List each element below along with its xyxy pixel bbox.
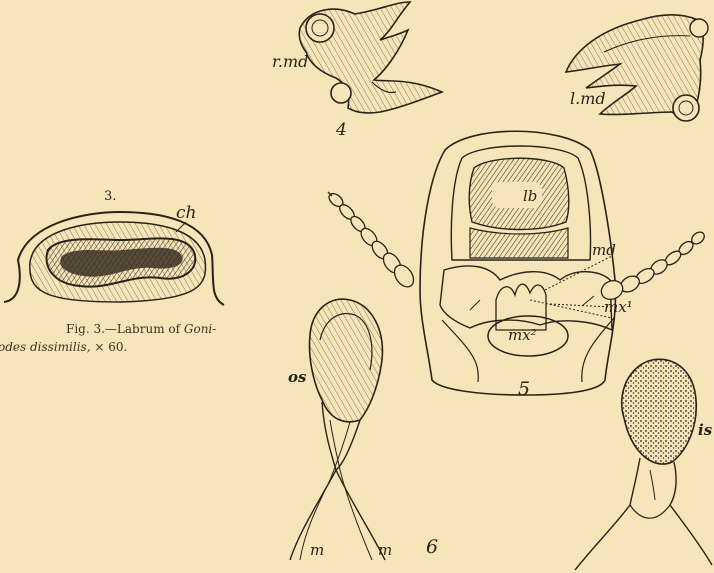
fig4-right-mandible-drawing xyxy=(299,2,442,113)
fig3-caption-line1: Fig. 3.—Labrum of Goni- xyxy=(66,322,216,336)
fig3-caption-prefix: Fig. 3.—Labrum of xyxy=(66,322,180,336)
fig5-head-drawing xyxy=(327,131,707,395)
fig3-caption-magnification: × 60. xyxy=(94,340,127,354)
fig5-number: 5 xyxy=(518,378,530,400)
fig3-number: 3. xyxy=(104,189,116,204)
fig6-label-m-right: m xyxy=(378,541,392,559)
fig5-label-mx1: mx¹ xyxy=(604,298,633,316)
fig3-caption-genus-a: Goni- xyxy=(184,322,216,336)
fig5-label-md: md xyxy=(592,241,616,259)
fig3-caption-genus-b: odes dissimilis, xyxy=(0,340,91,354)
fig6-label-m-left: m xyxy=(310,541,324,559)
fig3-label-ch: ch xyxy=(176,203,196,223)
fig5-label-lb: lb xyxy=(523,187,537,205)
fig3-labrum-drawing xyxy=(4,212,224,305)
fig3-caption-line2: odes dissimilis, × 60. xyxy=(0,340,127,354)
fig5-label-mx2: mx² xyxy=(508,326,537,344)
fig4-label-lmd: l.md xyxy=(570,89,606,108)
fig6-label-is: is xyxy=(698,421,712,439)
fig6-label-os: os xyxy=(288,368,306,386)
fig6-number: 6 xyxy=(426,536,438,558)
fig6-os-drawing xyxy=(290,299,385,560)
fig4-number: 4 xyxy=(336,120,347,140)
fig4-label-rmd: r.md xyxy=(272,52,308,71)
fig6-is-drawing xyxy=(575,359,712,570)
